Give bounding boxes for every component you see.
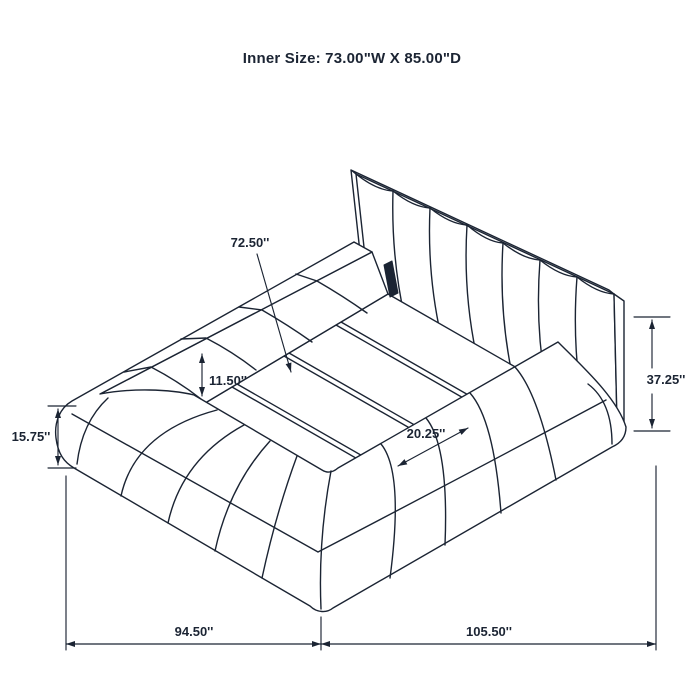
- headboard-top-scallops: [355, 173, 615, 295]
- corner-bracket: [383, 260, 399, 298]
- dim-rail-width: 20.25'': [397, 426, 469, 467]
- deck-slat-lines: [231, 321, 492, 474]
- dim-inner-rail-height: 11.50'': [199, 353, 247, 397]
- dim-footprint-depth-label: 105.50'': [466, 624, 512, 639]
- rail-tuft-seams-front-left: [120, 409, 298, 579]
- dim-footprint: 94.50'' 105.50'': [65, 465, 657, 651]
- rail-crease-line: [71, 399, 607, 553]
- dimension-annotations: 72.50'' 11.50'' 20.25'' 15.75'' 37.25'' …: [12, 235, 686, 651]
- dim-base-height: 15.75'': [12, 405, 77, 469]
- diagram-title: Inner Size: 73.00"W X 85.00"D: [243, 50, 461, 67]
- bed-drawing: [54, 169, 627, 613]
- dim-headboard-height-label: 37.25'': [647, 372, 686, 387]
- side-rails: [54, 241, 627, 613]
- dim-base-height-ticks: [47, 405, 77, 469]
- dim-headboard-height: 37.25'': [633, 316, 686, 432]
- dim-deck-length-label: 72.50'': [231, 235, 270, 250]
- dim-rail-width-label: 20.25'': [407, 426, 446, 441]
- dim-deck-length-arrow: [256, 253, 292, 373]
- dim-footprint-width-label: 94.50'': [175, 624, 214, 639]
- rail-tuft-seams-back-left: [123, 273, 368, 400]
- dim-base-height-label: 15.75'': [12, 429, 51, 444]
- rail-corner-seams: [76, 383, 613, 610]
- dim-rail-width-arrow: [397, 427, 469, 467]
- dim-headboard-height-ticks: [633, 316, 671, 432]
- headboard-channel-lines: [392, 190, 583, 404]
- dim-inner-rail-height-label: 11.50'': [209, 373, 247, 388]
- dim-deck-length: 72.50'': [231, 235, 292, 373]
